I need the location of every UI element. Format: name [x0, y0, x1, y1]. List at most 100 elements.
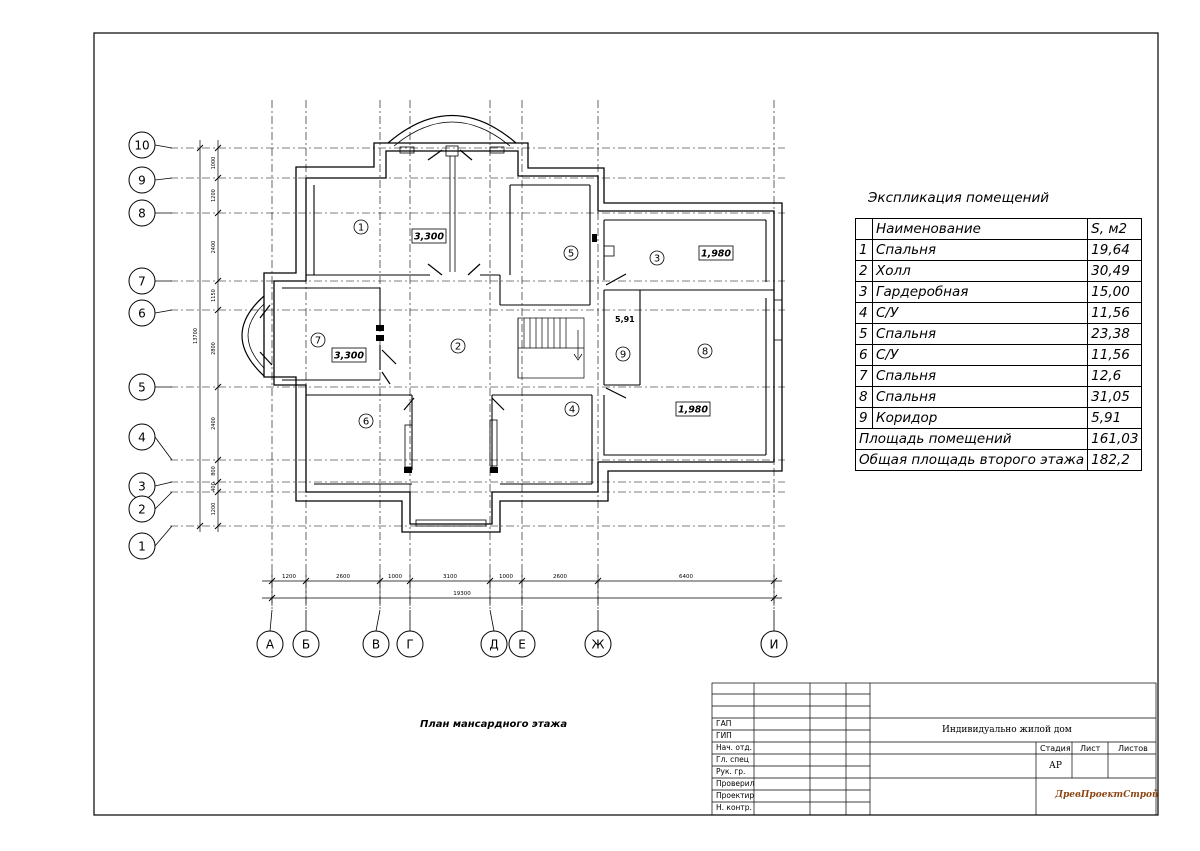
- elevation-labels: 3,300 1,980 3,300 1,980: [331, 228, 734, 417]
- axis-row-3: 3: [128, 472, 173, 500]
- room-4: 4: [564, 401, 580, 417]
- dim-left: 800: [211, 466, 217, 476]
- interior-partitions: [282, 184, 774, 485]
- room-9: 9: [615, 346, 631, 362]
- axis-row-6: 6: [128, 299, 173, 327]
- axis-col-Г: Г: [396, 610, 424, 658]
- header-name: Наименование: [871, 218, 1089, 240]
- explication-cell-n: 1: [855, 239, 873, 261]
- dim-left: 1200: [211, 503, 217, 516]
- axis-row-label: 5: [138, 381, 146, 395]
- axis-row-label: 4: [138, 431, 146, 445]
- axis-row-5: 5: [128, 373, 172, 401]
- axis-col-label: А: [266, 638, 275, 652]
- stamp-role: ГИП: [716, 731, 732, 740]
- dim-left: 400: [211, 482, 217, 492]
- room-number: 9: [620, 350, 626, 361]
- axis-row-label: 9: [138, 174, 146, 188]
- dim-bottom: 3100: [443, 574, 457, 580]
- dim-left: 1000: [211, 157, 217, 170]
- axis-row-1: 1: [128, 525, 173, 560]
- room-number: 1: [358, 223, 364, 234]
- explication-cell-name: Спальня: [871, 365, 1089, 387]
- axis-row-10: 10: [128, 131, 173, 159]
- dim-bottom: 1000: [499, 574, 513, 580]
- axis-row-label: 8: [138, 207, 146, 221]
- dim-bottom: 6400: [679, 574, 693, 580]
- explication-cell-area: 30,49: [1087, 260, 1143, 282]
- explication-cell-name: Спальня: [871, 239, 1089, 261]
- bay-window-top: [387, 115, 517, 144]
- total-value: 182,2: [1087, 449, 1143, 471]
- dim-total: 19300: [453, 591, 471, 597]
- room-2: 2: [450, 338, 466, 354]
- room-8: 8: [697, 343, 713, 359]
- axis-row-label: 3: [138, 480, 146, 494]
- explication-cell-area: 5,91: [1087, 407, 1143, 429]
- header-area: S, м2: [1087, 218, 1143, 240]
- stamp-role: ГАП: [716, 719, 732, 728]
- explication-cell-area: 19,64: [1087, 239, 1143, 261]
- explication-cell-n: 7: [855, 365, 873, 387]
- explication-cell-n: 8: [855, 386, 873, 408]
- axis-col-А: А: [256, 609, 284, 658]
- axis-row-2: 2: [128, 491, 173, 523]
- total-label: Площадь помещений: [854, 428, 1089, 450]
- explication-cell-n: 4: [855, 302, 873, 324]
- bay-window-top-inner: [393, 121, 511, 147]
- explication-cell-area: 23,38: [1087, 323, 1143, 345]
- dim-left-total: 13700: [193, 328, 199, 344]
- dim-left: 1200: [211, 189, 217, 202]
- elevation-mark: 3,300: [411, 228, 447, 244]
- stamp-role: Проектир: [716, 791, 755, 800]
- explication-cell-n: 5: [855, 323, 873, 345]
- dim-bottom: 1200: [282, 574, 296, 580]
- dim-left: 2400: [211, 417, 217, 430]
- project-title: Индивидуально жилой дом: [942, 725, 1072, 735]
- axis-row-label: 6: [138, 307, 146, 321]
- elevation-value: 3,300: [414, 232, 444, 243]
- stage-label: Стадия: [1040, 744, 1071, 753]
- doors: [259, 149, 627, 411]
- elevation-mark: 3,300: [331, 347, 367, 363]
- room-number: 2: [455, 342, 461, 353]
- room-number: 7: [315, 336, 321, 347]
- room-number: 4: [569, 405, 575, 416]
- explication-cell-name: С/У: [871, 344, 1089, 366]
- axis-row-9: 9: [128, 166, 173, 194]
- explication-cell-area: 12,6: [1087, 365, 1143, 387]
- room-number: 8: [702, 347, 708, 358]
- elevation-value: 1,980: [701, 249, 731, 260]
- stamp-role: Н. контр.: [716, 803, 752, 812]
- room-6: 6: [358, 413, 374, 429]
- room-7: 7: [310, 332, 326, 348]
- axis-row-label: 1: [138, 540, 146, 554]
- explication-cell-name: Спальня: [871, 386, 1089, 408]
- stamp-role: Нач. отд.: [716, 743, 752, 752]
- total-value: 161,03: [1087, 428, 1143, 450]
- room-5: 5: [563, 245, 579, 261]
- dim-left: 1150: [211, 289, 217, 302]
- explication-cell-name: С/У: [871, 302, 1089, 324]
- room-3: 3: [649, 250, 665, 266]
- axis-col-label: Ж: [592, 638, 605, 652]
- elevation-value: 1,980: [678, 405, 708, 416]
- explication-cell-name: Холл: [871, 260, 1089, 282]
- axis-col-label: В: [372, 638, 380, 652]
- axis-col-label: И: [770, 638, 779, 652]
- room-number: 3: [654, 254, 660, 265]
- axis-col-Б: Б: [292, 610, 320, 658]
- axis-col-label: Е: [518, 638, 526, 652]
- explication-cell-area: 15,00: [1087, 281, 1143, 303]
- explication-cell-n: 3: [855, 281, 873, 303]
